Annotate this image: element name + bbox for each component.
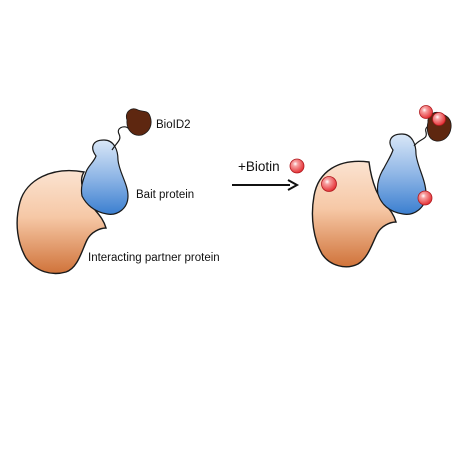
bioid2-label: BioID2 bbox=[156, 119, 191, 131]
reaction-arrow bbox=[232, 179, 300, 191]
bait-protein-shape bbox=[80, 139, 129, 215]
biotin-icon bbox=[419, 105, 433, 119]
right-complex bbox=[311, 105, 452, 268]
biotin-icon bbox=[417, 190, 433, 206]
biotin-icon bbox=[289, 158, 305, 174]
interacting-partner-protein-label: Interacting partner protein bbox=[88, 252, 220, 264]
bait-protein-label: Bait protein bbox=[136, 189, 194, 201]
bait-protein-shape-labeled bbox=[376, 133, 427, 215]
biotin-label: +Biotin bbox=[238, 159, 280, 174]
left-complex bbox=[16, 108, 152, 275]
bioid2-enzyme-shape bbox=[125, 108, 152, 136]
biotin-icon bbox=[321, 176, 337, 192]
biotin-icon bbox=[432, 112, 446, 126]
